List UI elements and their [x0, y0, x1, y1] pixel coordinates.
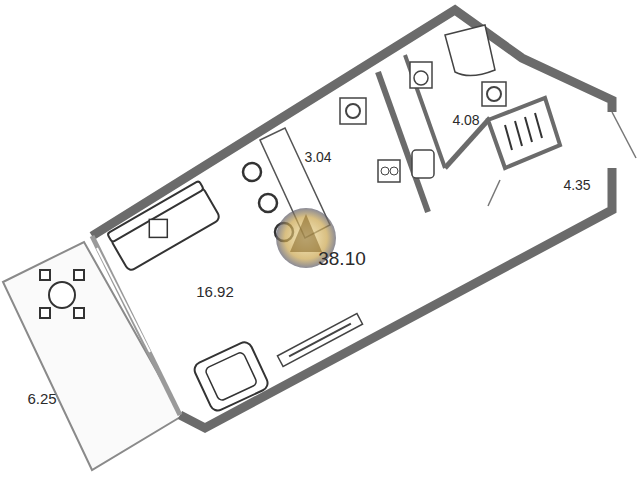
area-label: 38.10 — [318, 249, 366, 268]
wall — [180, 168, 612, 428]
sofa — [107, 181, 221, 272]
stove — [340, 98, 366, 124]
hangers — [505, 113, 542, 150]
door-leaf — [488, 180, 500, 206]
area-label: 6.25 — [27, 391, 56, 406]
closet — [488, 98, 560, 168]
area-label: 16.92 — [196, 284, 234, 299]
area-label: 3.04 — [304, 150, 331, 164]
floor — [92, 10, 612, 428]
balcony-table — [40, 270, 84, 318]
area-label: 4.35 — [563, 178, 590, 192]
shower — [445, 25, 495, 76]
armchair — [192, 340, 270, 413]
area-label: 4.08 — [452, 113, 479, 127]
washing-machine — [482, 82, 506, 106]
door-leaf — [612, 112, 636, 158]
toilet — [410, 62, 432, 88]
sink — [412, 150, 434, 178]
tv-unit — [277, 314, 362, 367]
hob — [378, 160, 400, 182]
